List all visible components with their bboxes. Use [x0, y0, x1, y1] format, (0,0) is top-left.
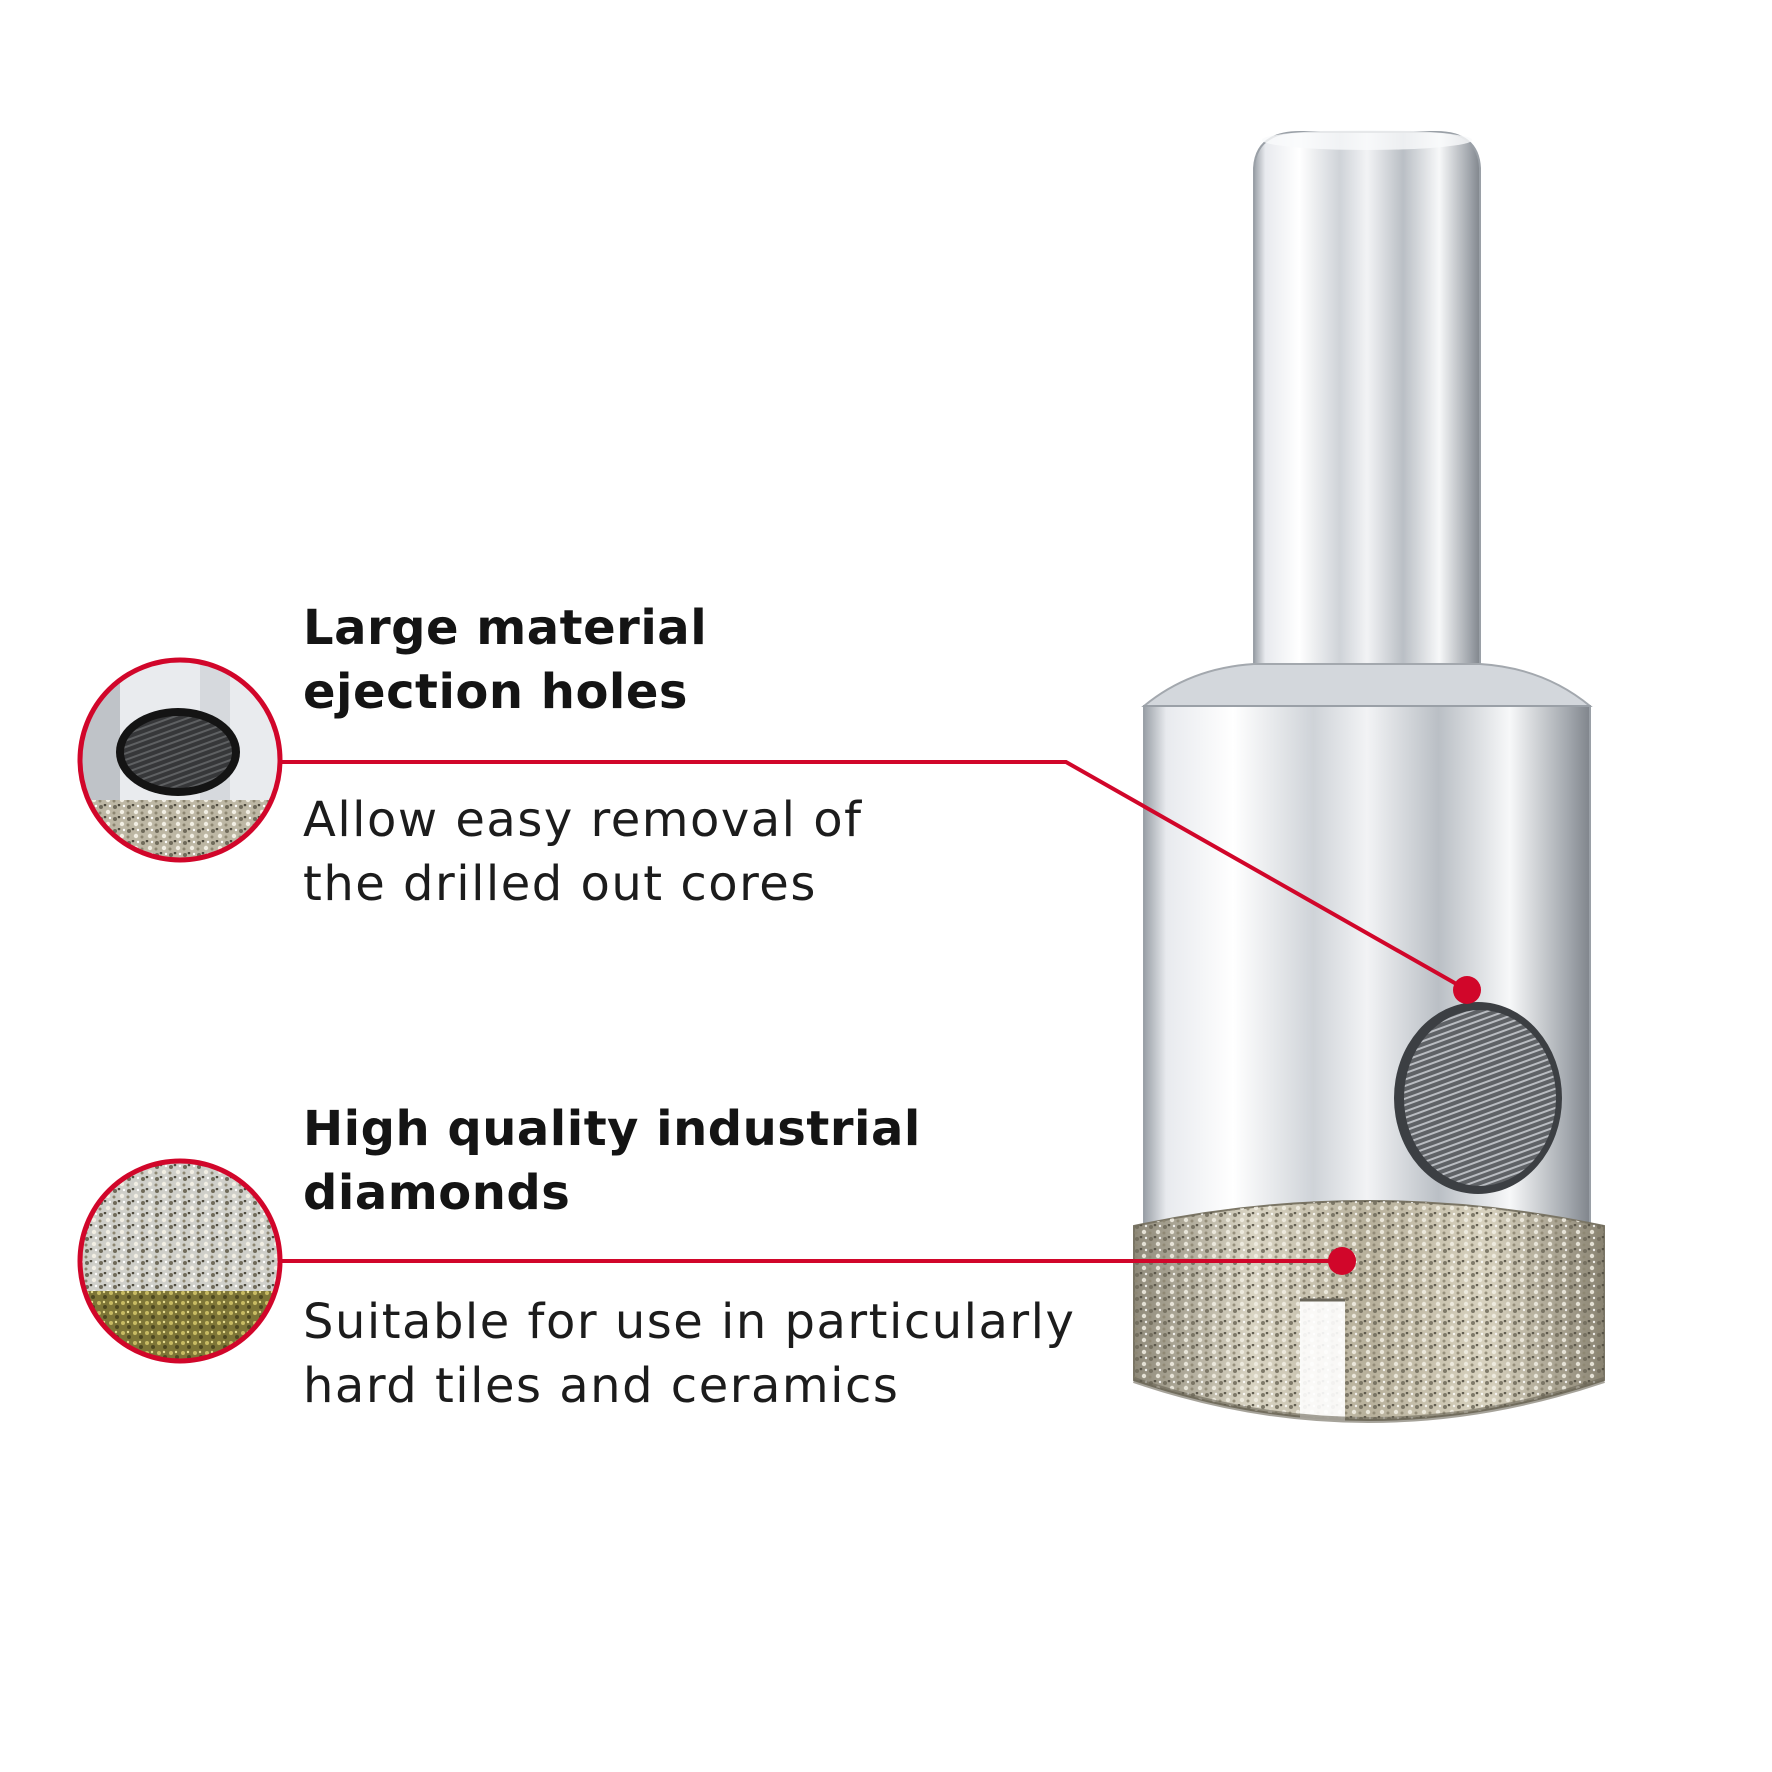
ejection-hole-closeup-icon [77, 657, 283, 863]
callout-line-2 [282, 1247, 1356, 1275]
feature-description-line: Suitable for use in particularly [303, 1294, 1076, 1350]
feature-title-line: diamonds [303, 1165, 571, 1221]
drill-shank [1253, 131, 1481, 673]
callout-line-1 [282, 760, 1481, 1004]
diamond-grit-closeup-icon [77, 1158, 283, 1364]
feature-description-industrial-diamonds: Suitable for use in particularly hard ti… [303, 1290, 1075, 1418]
feature-title-industrial-diamonds: High quality industrial diamonds [303, 1097, 921, 1225]
diamond-core-drill-bit-icon [1133, 130, 1605, 1430]
feature-title-ejection-holes: Large material ejection holes [303, 596, 707, 724]
feature-title-line: ejection holes [303, 664, 688, 720]
feature-description-line: hard tiles and ceramics [303, 1358, 900, 1414]
feature-description-line: the drilled out cores [303, 856, 817, 912]
ejection-hole [1394, 1002, 1562, 1194]
feature-description-ejection-holes: Allow easy removal of the drilled out co… [303, 788, 863, 916]
feature-title-line: Large material [303, 600, 708, 656]
feature-title-line: High quality industrial [303, 1101, 921, 1157]
feature-description-line: Allow easy removal of [303, 792, 863, 848]
